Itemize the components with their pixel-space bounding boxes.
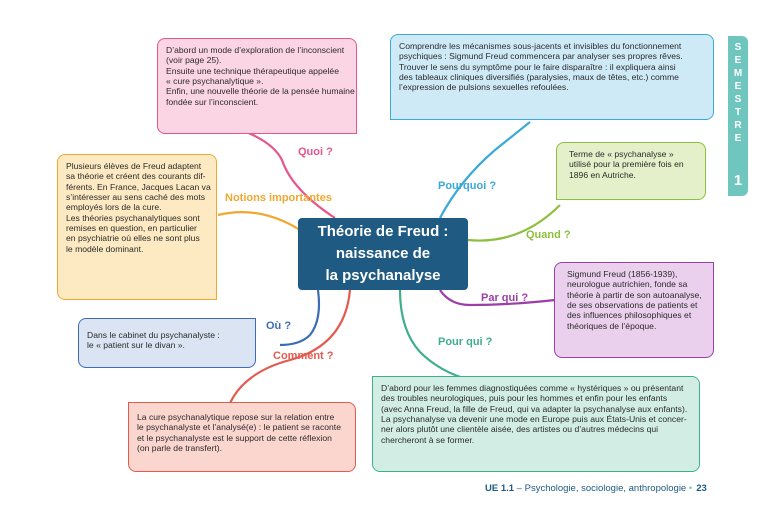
text-line: (on parle de transfert). — [137, 442, 223, 453]
text-line: remises en question, en particulier — [66, 222, 197, 233]
box-parqui: Sigmund Freud (1856-1939),neurologue aut… — [554, 262, 714, 358]
footer-ue: UE 1.1 — [485, 483, 515, 494]
box-quand: Terme de « psychanalyse »utilisé pour la… — [556, 142, 706, 200]
connector-notions — [217, 211, 301, 231]
text-line: le psychanalyste et l’analysé(e) : le pa… — [137, 422, 341, 433]
tab-letter: S — [734, 42, 742, 53]
text-line: et le psychanalyste est le support de ce… — [137, 432, 332, 443]
page-number: 23 — [696, 483, 707, 494]
text-line: fondée sur l’inconscient. — [166, 96, 259, 107]
text-line: 1896 en Autriche. — [569, 169, 636, 180]
box-pourquoi: Comprendre les mécanismes sous-jacents e… — [390, 34, 714, 120]
text-line: Ensuite une technique thérapeutique appe… — [166, 65, 339, 76]
text-line: neurologue autrichien, fonde sa — [567, 279, 688, 290]
text-line: (avec Anna Freud, la fille de Freud, qui… — [381, 403, 688, 414]
text-line: théoriques de l’époque. — [567, 320, 657, 331]
text-line: l’expression de pulsions sexuelles refou… — [399, 82, 569, 93]
central-title: Théorie de Freud : naissance de la psychan… — [298, 218, 468, 290]
text-line: Théorie de Freud : — [317, 223, 449, 240]
text-line: Terme de « psychanalyse » — [569, 149, 674, 159]
text-line: « cure psychanalytique ». — [166, 75, 264, 86]
text-line: ner alors plutôt une clientèle aisée, de… — [381, 424, 659, 435]
tab-letter: S — [734, 94, 742, 105]
label-quand: Quand ? — [526, 229, 571, 241]
tab-letter: R — [734, 120, 742, 131]
footer-title: – Psychologie, sociologie, anthropologie — [514, 483, 687, 494]
text-line: des tableaux cliniques diversifiés (para… — [399, 71, 679, 82]
tab-letter: M — [733, 68, 743, 79]
text-line: employés lors de la cure. — [66, 202, 162, 213]
label-pourquoi: Pourquoi ? — [438, 180, 497, 192]
label-pourqui: Pour qui ? — [438, 336, 493, 348]
page-footer: UE 1.1 – Psychologie, sociologie, anthro… — [485, 483, 707, 494]
text-line: La psychanalyse va devenir une mode en E… — [381, 413, 687, 424]
label-notions: Notions importantes — [225, 192, 332, 204]
connector-ou — [279, 289, 321, 347]
label-comment: Comment ? — [273, 350, 334, 362]
text-line: Comprendre les mécanismes sous-jacents e… — [399, 41, 682, 51]
text-line: Trouver le sens du symptôme pour le fair… — [399, 61, 676, 72]
connector-pourquoi — [439, 121, 531, 219]
text-line: en psychiatrie où elles ne sont plus — [66, 233, 200, 244]
label-quoi: Quoi ? — [298, 146, 333, 158]
text-line: théorie à partir de son autoanalyse, — [567, 289, 702, 300]
text-line: Plusieurs élèves de Freud adaptent — [66, 161, 202, 171]
text-line: D’abord un mode d’exploration de l’incon… — [166, 45, 345, 55]
connector-parqui — [439, 289, 556, 307]
connector-quand — [467, 204, 561, 242]
text-line: sa théorie et créent des courants dif- — [66, 171, 206, 182]
text-line: utilisé pour la première fois en — [569, 159, 684, 170]
text-line: (voir page 25). — [166, 55, 222, 66]
box-comment: La cure psychanalytique repose sur la re… — [128, 402, 356, 472]
text-line: Les théories psychanalytiques sont — [66, 212, 200, 223]
connector-comment — [229, 289, 352, 404]
text-line: des influences philosophiques et — [567, 310, 692, 321]
text-line: psychiques : Sigmund Freud commencera pa… — [399, 51, 683, 62]
text-line: La cure psychanalytique repose sur la re… — [137, 412, 335, 422]
text-line: Sigmund Freud (1856-1939), — [567, 269, 678, 279]
box-pourqui: D’abord pour les femmes diagnostiquées c… — [372, 376, 700, 472]
text-line: Dans le cabinet du psychanalyste : — [87, 330, 220, 340]
text-line: chercheront à se former. — [381, 434, 475, 445]
connector-pourqui — [398, 289, 471, 382]
text-line: s’intéresser au sens caché des mots — [66, 191, 205, 202]
box-quoi: D’abord un mode d’exploration de l’incon… — [157, 38, 357, 134]
tab-letter: E — [734, 55, 742, 66]
box-ou: Dans le cabinet du psychanalyste :le « p… — [78, 318, 256, 368]
text-line: la psychanalyse — [325, 267, 441, 284]
tab-letter: E — [734, 81, 742, 92]
text-line: le modèle dominant. — [66, 243, 144, 254]
label-parqui: Par qui ? — [481, 292, 529, 304]
text-line: naissance de — [335, 245, 431, 262]
tab-letter: E — [734, 133, 742, 144]
text-line: D’abord pour les femmes diagnostiquées c… — [381, 383, 684, 393]
semester-tab: S E M E S T R E 1 — [728, 36, 748, 196]
tab-letter: T — [734, 107, 742, 118]
text-line: de ses observations de patients et — [567, 299, 698, 310]
tab-number: 1 — [733, 172, 743, 189]
text-line: le « patient sur le divan ». — [87, 340, 185, 351]
footer-separator: • — [686, 483, 693, 494]
text-line: Enfin, une nouvelle théorie de la pensée… — [166, 86, 355, 97]
text-line: des troubles neurologiques, puis pour le… — [381, 393, 668, 404]
label-ou: Où ? — [266, 320, 292, 332]
connector-quoi — [234, 126, 336, 219]
text-line: férents. En France, Jacques Lacan va — [66, 181, 211, 192]
